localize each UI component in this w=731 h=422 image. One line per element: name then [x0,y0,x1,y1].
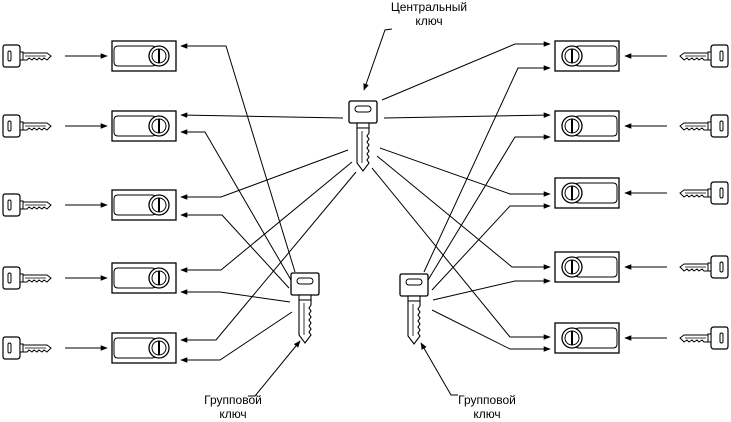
user-key-icon [679,114,729,138]
group-key-right-label-line2: ключ [473,407,501,421]
central-master-key-icon [348,100,378,172]
key-to-lock-arrows-right [624,53,667,341]
group-key-left-label: Групповой ключ [190,393,276,421]
user-key-icon [2,266,52,290]
group-key-left-icon [290,272,320,344]
lock-cylinder-icon [554,110,620,142]
group-key-right-icon [399,273,429,345]
user-key-icon [679,181,729,205]
user-key-icon [679,44,729,68]
lock-cylinder-icon [111,40,177,72]
user-key-icon [2,44,52,68]
lock-cylinder-icon [111,262,177,294]
lock-cylinder-icon [554,177,620,209]
lock-cylinder-icon [554,322,620,354]
central-key-label-line1: Центральный [390,0,468,14]
group-key-right-label-line1: Групповой [458,393,516,407]
central-key-label: Центральный ключ [378,0,480,28]
central-key-connections [180,41,551,343]
left-group-key-connections [180,43,296,363]
lock-cylinder-icon [111,332,177,364]
user-key-icon [2,114,52,138]
key-to-lock-arrows-left [65,53,108,351]
group-key-left-label-line2: ключ [219,407,247,421]
group-key-right-label: Групповой ключ [444,393,530,421]
lock-cylinder-icon [554,251,620,283]
label-pointers [248,28,458,397]
right-group-key-connections [423,65,551,352]
user-key-icon [2,336,52,360]
group-key-left-label-line1: Групповой [204,393,262,407]
user-key-icon [679,326,729,350]
lock-cylinder-icon [111,189,177,221]
central-key-label-line2: ключ [415,14,443,28]
user-key-icon [2,193,52,217]
lock-cylinder-icon [111,110,177,142]
user-key-icon [679,255,729,279]
lock-cylinder-icon [554,40,620,72]
